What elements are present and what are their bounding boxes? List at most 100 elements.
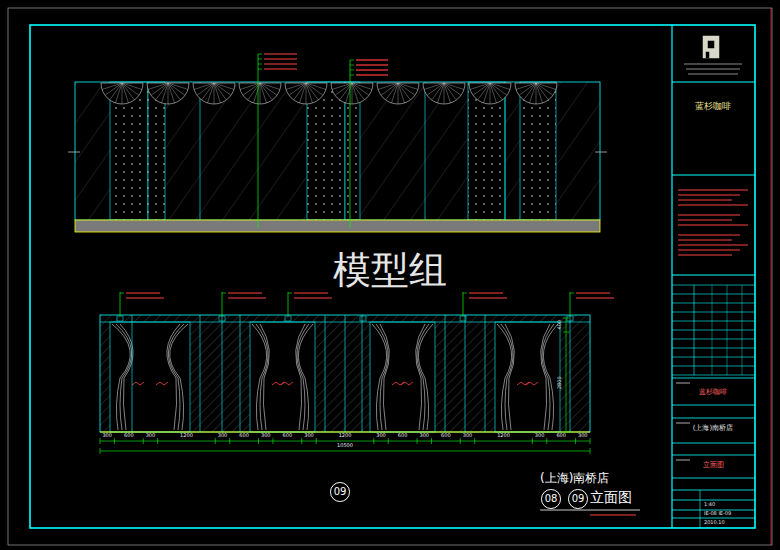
fan-rib [168,83,188,89]
callout-circle: 08 [541,489,561,509]
dimension-text: 300 [261,433,271,439]
row-caption-line [676,383,690,384]
dimension-tick [316,438,317,444]
note-text-line [678,255,732,256]
outer-border-right [771,8,772,545]
title-row-line [672,275,755,276]
leader-line [120,292,121,316]
fan-rib [254,83,260,103]
fan-rib [444,83,461,95]
grid-row-line [672,321,755,322]
tie-back [132,382,144,385]
title-sub-line [590,515,636,516]
mullion [132,315,133,432]
title-row-line [672,405,755,406]
fan-rib [392,83,398,103]
note-text-line [228,292,262,293]
leader-tick [288,293,292,294]
dimension-tick [100,438,101,444]
dimension-text: 1200 [180,433,193,439]
side-bracket [595,152,607,153]
curtain-drape [376,324,388,430]
fan-rib [490,83,510,89]
dimension-line [566,318,567,432]
watermark: 模型组 [333,250,447,292]
dimension-tick [563,332,569,333]
dimension-tick [532,438,533,444]
note-text-line [678,245,748,246]
dimension-text: 300 [535,433,545,439]
dimension-text: 600 [398,433,408,439]
fan-rib [536,83,556,89]
head-box [460,316,466,321]
grid-row-line [672,285,755,286]
fan-rib [306,83,312,103]
title-block [672,36,755,528]
fan-rib [490,83,491,104]
mullion [465,315,466,432]
row-caption-line [676,460,690,461]
dimension-tick [258,438,259,444]
dimension-text: 300 [218,433,228,439]
fan-rib [260,83,272,100]
fan-rib [473,83,490,95]
grid-row-line [672,357,755,358]
title-row-line [672,418,755,419]
curtain-drape [167,324,180,430]
fan-rib [243,83,260,95]
dimension-tick [301,438,302,444]
grid-row-line [672,294,755,295]
wall-outline [75,82,600,220]
fan-rib [530,83,536,103]
note-text-line [264,58,297,59]
fan-rib [378,83,398,89]
leader-tick [222,293,226,294]
title-row-line [672,82,755,83]
scale-text: 1:40 [704,502,715,508]
fan-rib [332,83,352,89]
project-name: 蓝杉咖啡 [699,389,727,397]
leader-tick [258,69,262,70]
fan-rib [352,83,369,95]
curtain-drape [541,324,550,430]
note-text-line [228,297,266,298]
note-text-line [356,74,388,75]
fan-rib [484,83,490,103]
drawing-title: (上海)南桥店 [540,472,609,485]
dimension-tick [157,438,158,444]
fan-rib [214,83,226,100]
leader-line [350,60,351,228]
curtain-drape [542,324,554,430]
fan-rib [352,83,358,103]
elevation-outline [100,315,590,432]
fan-rib [490,83,507,95]
curtain-bay [110,322,190,432]
fan-rib [208,83,214,103]
dimension-text: 2800 [557,376,563,389]
dimension-tick [229,438,230,444]
fan-rib [444,83,464,89]
fan-rib [386,83,398,100]
glass-field [75,82,600,220]
company-note-line [684,64,742,65]
title-row-line [672,500,755,501]
mullion [505,82,506,220]
dimension-tick [575,438,576,444]
fan-rib [300,83,306,103]
grid-row-line [672,366,755,367]
title-row-line [672,490,755,491]
grid-row-line [672,348,755,349]
fan-rib [306,83,307,104]
dimension-tick [143,438,144,444]
curtain-bay [250,322,315,432]
dimension-tick [590,438,591,444]
fan-rib [470,83,490,89]
title-row-line [672,175,755,176]
tie-back [156,382,168,385]
fan-rib [536,83,553,95]
title-row-line [672,478,755,479]
fan-rib [260,83,261,104]
head-box [219,316,225,321]
fan-rib [306,83,318,100]
dimension-total: 10500 [337,443,353,449]
